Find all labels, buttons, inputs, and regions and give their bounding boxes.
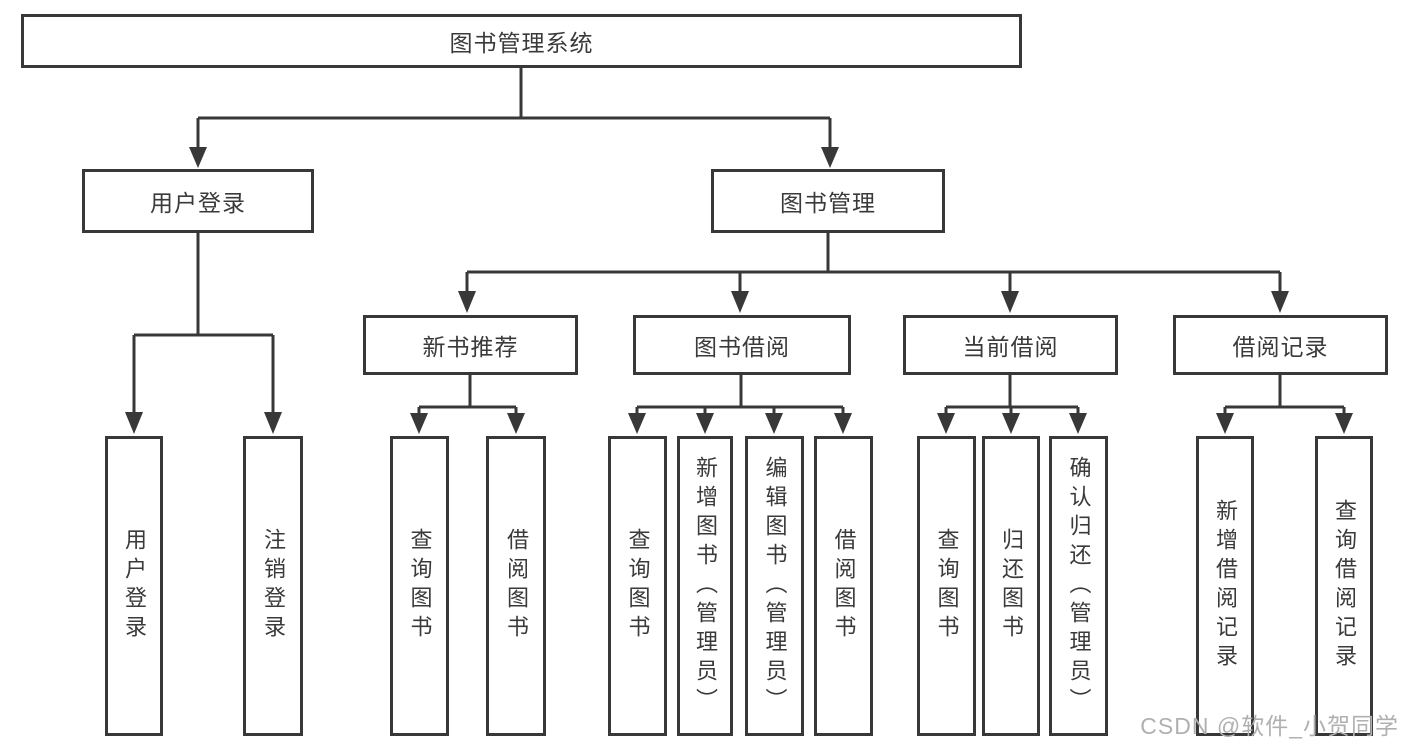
connector-bookmgmt-to-groups: [458, 233, 1289, 313]
arrowhead: [458, 291, 476, 313]
arrowhead: [1002, 413, 1020, 434]
arrowhead: [1271, 291, 1289, 313]
leaf-edit-books-admin: 编辑图书（管理员）: [745, 436, 804, 736]
connector-current-to-leaves: [937, 375, 1087, 434]
node-new-book-recommend-label: 新书推荐: [422, 334, 519, 360]
arrowhead: [264, 412, 282, 434]
node-new-book-recommend: 新书推荐: [363, 315, 578, 375]
node-book-management-label: 图书管理: [780, 190, 876, 216]
leaf-current-query-books-label: 查询图书: [934, 528, 960, 644]
arrowhead: [189, 147, 207, 168]
node-user-login-label: 用户登录: [150, 190, 246, 216]
arrowhead: [834, 413, 852, 434]
leaf-logout: 注销登录: [243, 436, 303, 736]
arrowhead: [696, 413, 714, 434]
arrowhead: [1069, 413, 1087, 434]
leaf-current-query-books: 查询图书: [917, 436, 976, 736]
leaf-recommend-query-books: 查询图书: [390, 436, 449, 736]
leaf-add-books-admin-label: 新增图书（管理员）: [693, 455, 718, 717]
arrowhead: [1001, 291, 1019, 313]
leaf-borrowing-borrow-books: 借阅图书: [814, 436, 873, 736]
leaf-query-borrow-record: 查询借阅记录: [1315, 436, 1373, 736]
leaf-return-books-label: 归还图书: [999, 528, 1024, 644]
arrowhead: [1335, 413, 1353, 434]
arrowhead: [125, 412, 143, 434]
node-book-borrowing: 图书借阅: [633, 315, 851, 375]
node-root-label: 图书管理系统: [449, 30, 594, 56]
node-book-borrowing-label: 图书借阅: [694, 334, 790, 360]
leaf-recommend-query-books-label: 查询图书: [407, 528, 433, 644]
connector-userlogin-to-leaves: [125, 233, 282, 434]
leaf-user-login: 用户登录: [105, 436, 163, 736]
node-current-borrowing-label: 当前借阅: [962, 334, 1059, 360]
arrowhead: [731, 291, 749, 313]
leaf-add-borrow-record: 新增借阅记录: [1196, 436, 1254, 736]
connector-newbooks-to-leaves: [410, 375, 525, 434]
arrowhead: [410, 413, 428, 434]
leaf-recommend-borrow-books-label: 借阅图书: [504, 528, 529, 644]
node-book-management: 图书管理: [711, 169, 945, 233]
arrowhead: [628, 413, 646, 434]
leaf-borrowing-borrow-books-label: 借阅图书: [831, 528, 857, 644]
leaf-add-borrow-record-label: 新增借阅记录: [1213, 499, 1238, 673]
csdn-watermark: CSDN @软件_小贺同学: [1140, 713, 1399, 739]
leaf-query-borrow-record-label: 查询借阅记录: [1332, 499, 1357, 673]
leaf-borrowing-query-books: 查询图书: [608, 436, 667, 736]
connector-borrowing-to-leaves: [628, 375, 852, 434]
leaf-recommend-borrow-books: 借阅图书: [486, 436, 546, 736]
leaf-user-login-label: 用户登录: [122, 528, 147, 644]
arrowhead: [507, 413, 525, 434]
node-current-borrowing: 当前借阅: [903, 315, 1118, 375]
connector-records-to-leaves: [1216, 375, 1353, 434]
leaf-return-books: 归还图书: [982, 436, 1040, 736]
leaf-confirm-return-admin: 确认归还（管理员）: [1049, 436, 1108, 736]
arrowhead: [821, 147, 839, 168]
leaf-borrowing-query-books-label: 查询图书: [625, 528, 651, 644]
leaf-add-books-admin: 新增图书（管理员）: [677, 436, 733, 736]
arrowhead: [1216, 413, 1234, 434]
node-borrowing-records: 借阅记录: [1173, 315, 1388, 375]
arrowhead: [765, 413, 783, 434]
connector-root-to-level2: [189, 68, 839, 168]
arrowhead: [937, 413, 955, 434]
leaf-edit-books-admin-label: 编辑图书（管理员）: [762, 455, 788, 717]
node-borrowing-records-label: 借阅记录: [1232, 334, 1329, 360]
node-root-system: 图书管理系统: [21, 14, 1022, 68]
leaf-logout-label: 注销登录: [261, 528, 286, 644]
leaf-confirm-return-admin-label: 确认归还（管理员）: [1066, 455, 1092, 717]
node-user-login: 用户登录: [82, 169, 314, 233]
